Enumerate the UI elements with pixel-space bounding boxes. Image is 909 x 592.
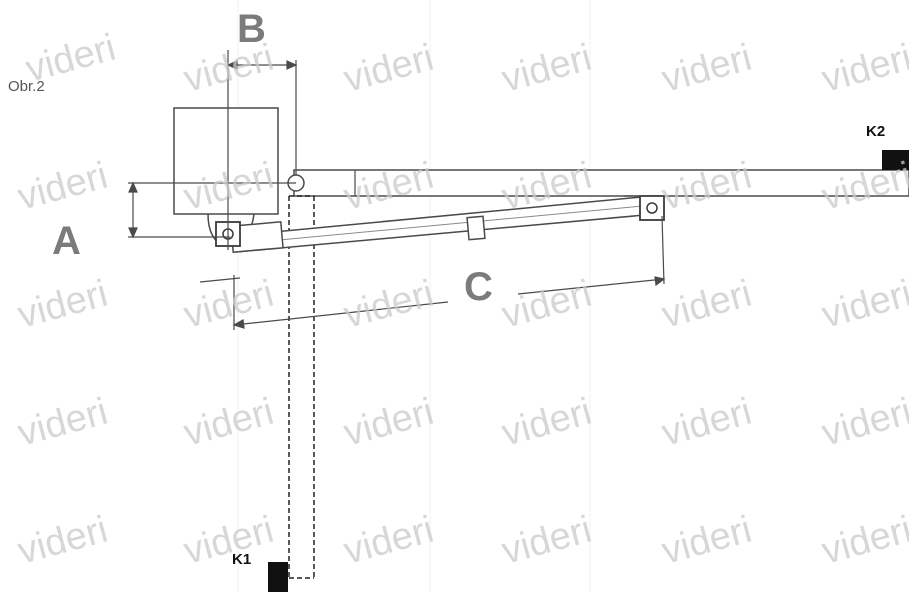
front-mount-bracket — [624, 195, 665, 221]
watermark-text: videri — [339, 37, 438, 101]
watermark-text: videri — [13, 273, 112, 337]
watermark-text: videri — [657, 37, 756, 101]
watermark-text: videri — [817, 509, 909, 573]
watermark-text: videri — [657, 273, 756, 337]
watermark-text: videri — [657, 155, 756, 219]
watermark-text: videri — [817, 37, 909, 101]
watermark-text: videri — [497, 273, 596, 337]
watermark-text: videri — [339, 509, 438, 573]
dimension-a-lines — [128, 181, 296, 239]
gate-leaf-open-position — [288, 195, 315, 579]
watermark-text: videri — [817, 155, 909, 219]
watermark-text: videri — [179, 509, 278, 573]
dimension-label-c: C — [464, 265, 493, 309]
watermark-text: videri — [657, 391, 756, 455]
watermark-text: videri — [179, 273, 278, 337]
watermark-text: videri — [179, 37, 278, 101]
watermark-text: videri — [339, 273, 438, 337]
watermark-text: videri — [657, 509, 756, 573]
watermark-layer: videri videri videri videri videri vider… — [13, 27, 909, 573]
watermark-text: videri — [497, 37, 596, 101]
watermark-text: videri — [339, 155, 438, 219]
dimension-b-lines — [226, 50, 298, 250]
watermark-text: videri — [13, 391, 112, 455]
watermark-text: videri — [339, 391, 438, 455]
watermark-text: videri — [817, 391, 909, 455]
motor-actuator — [230, 195, 657, 253]
stop-label-k2: K2 — [866, 123, 885, 140]
watermark-text: videri — [497, 391, 596, 455]
watermark-text: videri — [21, 27, 120, 91]
dimension-c-lines — [232, 215, 666, 330]
dimension-label-b: B — [237, 7, 266, 51]
dimension-label-a: A — [52, 219, 81, 263]
stop-block-k2 — [882, 150, 909, 170]
background-guides — [237, 0, 591, 592]
stop-label-k1: K1 — [232, 551, 251, 568]
watermark-text: videri — [13, 509, 112, 573]
figure-label: Obr.2 — [8, 78, 45, 95]
watermark-text: videri — [179, 391, 278, 455]
watermark-text: videri — [497, 509, 596, 573]
watermark-text: videri — [817, 273, 909, 337]
watermark-text: videri — [13, 155, 112, 219]
stop-block-k1 — [268, 562, 288, 592]
gate-pillar — [173, 107, 279, 215]
